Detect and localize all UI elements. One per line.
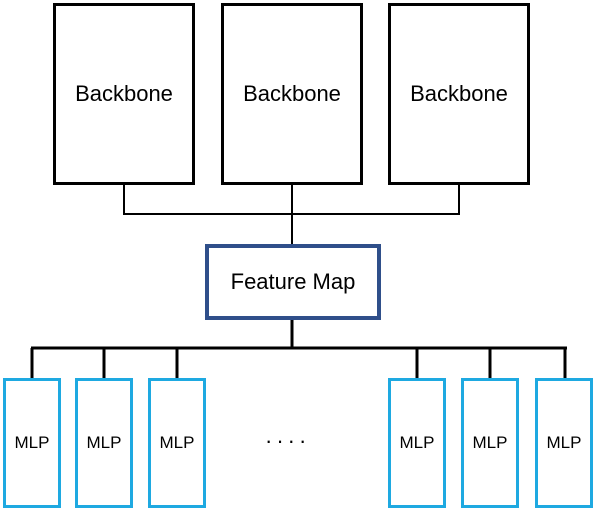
mlp-label-5: MLP: [472, 433, 508, 452]
mlp-box-1: MLP: [3, 378, 61, 508]
mlp-label-4: MLP: [399, 433, 435, 452]
feature-map-box: Feature Map: [205, 244, 381, 320]
backbone-box-3: Backbone: [388, 3, 530, 185]
mlp-label-2: MLP: [86, 433, 122, 452]
backbone-box-2: Backbone: [221, 3, 363, 185]
mlp-box-4: MLP: [388, 378, 446, 508]
ellipsis-dots: ····: [265, 428, 311, 453]
mlp-box-3: MLP: [148, 378, 206, 508]
backbone-label-3: Backbone: [410, 81, 508, 106]
backbone-label-2: Backbone: [243, 81, 341, 106]
mlp-label-3: MLP: [159, 433, 195, 452]
mlp-label-6: MLP: [546, 433, 582, 452]
feature-map-label: Feature Map: [230, 269, 356, 294]
backbone-box-1: Backbone: [53, 3, 195, 185]
mlp-box-6: MLP: [535, 378, 593, 508]
mlp-box-2: MLP: [75, 378, 133, 508]
mlp-box-5: MLP: [461, 378, 519, 508]
backbone-label-1: Backbone: [75, 81, 173, 106]
mlp-label-1: MLP: [14, 433, 50, 452]
